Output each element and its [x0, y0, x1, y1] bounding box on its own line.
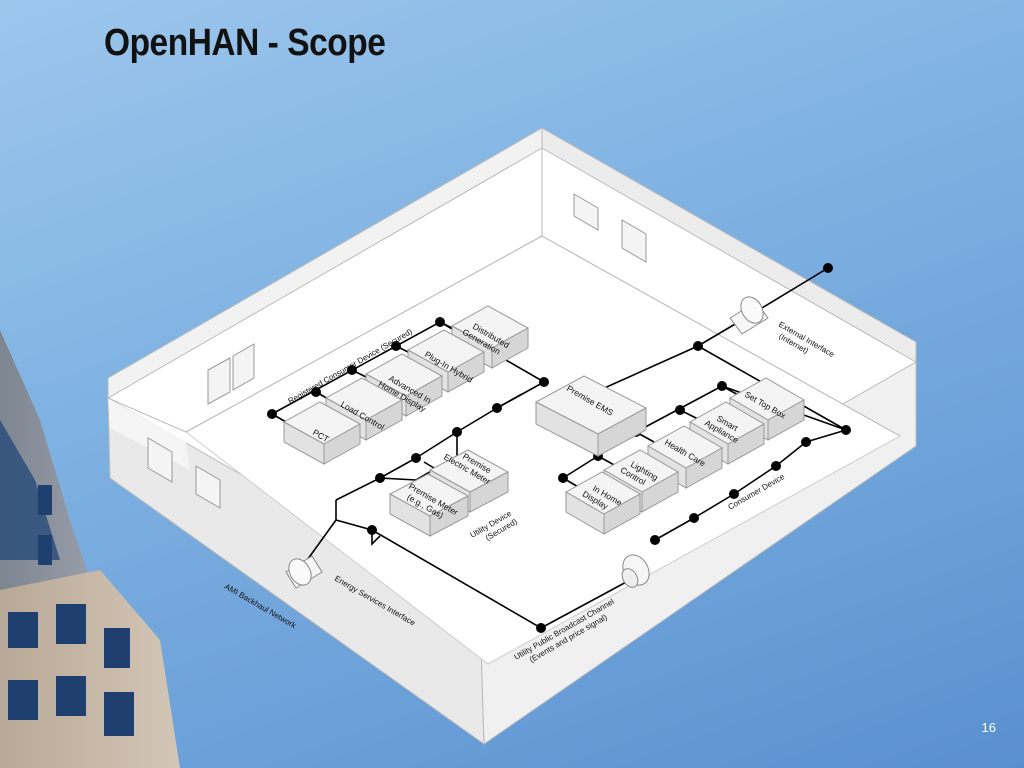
external-interface-connector: [729, 296, 769, 335]
external-line: [599, 267, 829, 391]
window-right-1: [573, 193, 599, 231]
slide-title: OpenHAN - Scope: [104, 22, 386, 64]
device-box-in-home-display: In HomeDisplay: [564, 471, 642, 535]
window-right-2: [621, 219, 647, 263]
energy-services-interface-connector: [285, 555, 323, 589]
device-box-pct: PCT: [282, 401, 362, 465]
device-box-lighting-control: LightingControl: [602, 449, 680, 513]
device-box-premise-ems: Premise EMS: [534, 375, 648, 457]
slide-number: 16: [981, 720, 996, 735]
esi-line: [335, 500, 542, 629]
device-box-premise-meter-gas: Premise Meter(e.g., Gas): [388, 473, 470, 537]
broadcast-antenna: [621, 554, 650, 588]
window-front-1: [147, 437, 173, 483]
window-front-2: [195, 465, 221, 509]
device-box-health-care: Health Care: [646, 425, 724, 489]
window-left-1: [207, 343, 255, 405]
